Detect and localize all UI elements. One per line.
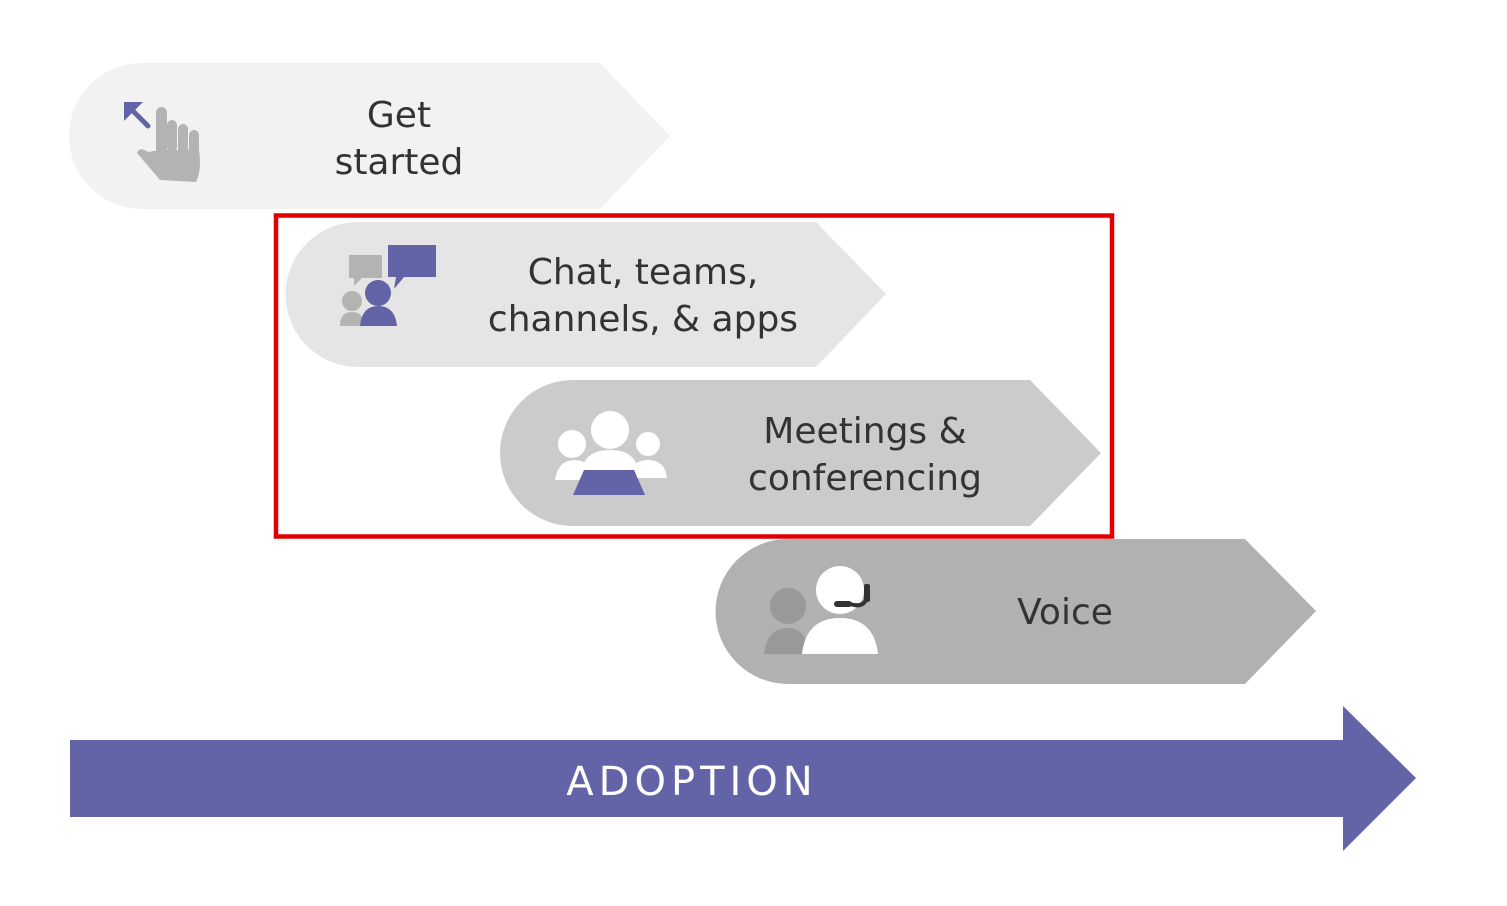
stage-get-started-line2: started (335, 142, 464, 183)
headset-person-icon (764, 566, 878, 654)
stage-meetings-line2: conferencing (748, 458, 982, 499)
stage-voice: Voice (715, 539, 1316, 684)
meeting-group-icon (555, 411, 667, 495)
chat-person-icon (340, 245, 436, 326)
stage-get-started-line1: Get (367, 95, 431, 136)
stage-chat-teams-line2: channels, & apps (488, 299, 798, 340)
adoption-arrow: ADOPTION (70, 706, 1416, 851)
stage-get-started: Get started (69, 63, 670, 209)
stage-voice-label: Voice (1017, 592, 1113, 633)
adoption-label: ADOPTION (566, 759, 817, 805)
stage-chat-teams-line1: Chat, teams, (528, 252, 759, 293)
stage-meetings-shape (500, 380, 1101, 526)
stage-meetings: Meetings & conferencing (500, 380, 1101, 526)
adoption-arrow-shape (70, 706, 1416, 851)
stage-voice-shape (715, 539, 1316, 684)
highlight-box (273, 213, 1115, 539)
stage-meetings-line1: Meetings & (763, 411, 966, 452)
stage-get-started-shape (69, 63, 670, 209)
pointing-hand-icon (124, 102, 200, 182)
stage-chat-teams: Chat, teams, channels, & apps (285, 222, 886, 367)
